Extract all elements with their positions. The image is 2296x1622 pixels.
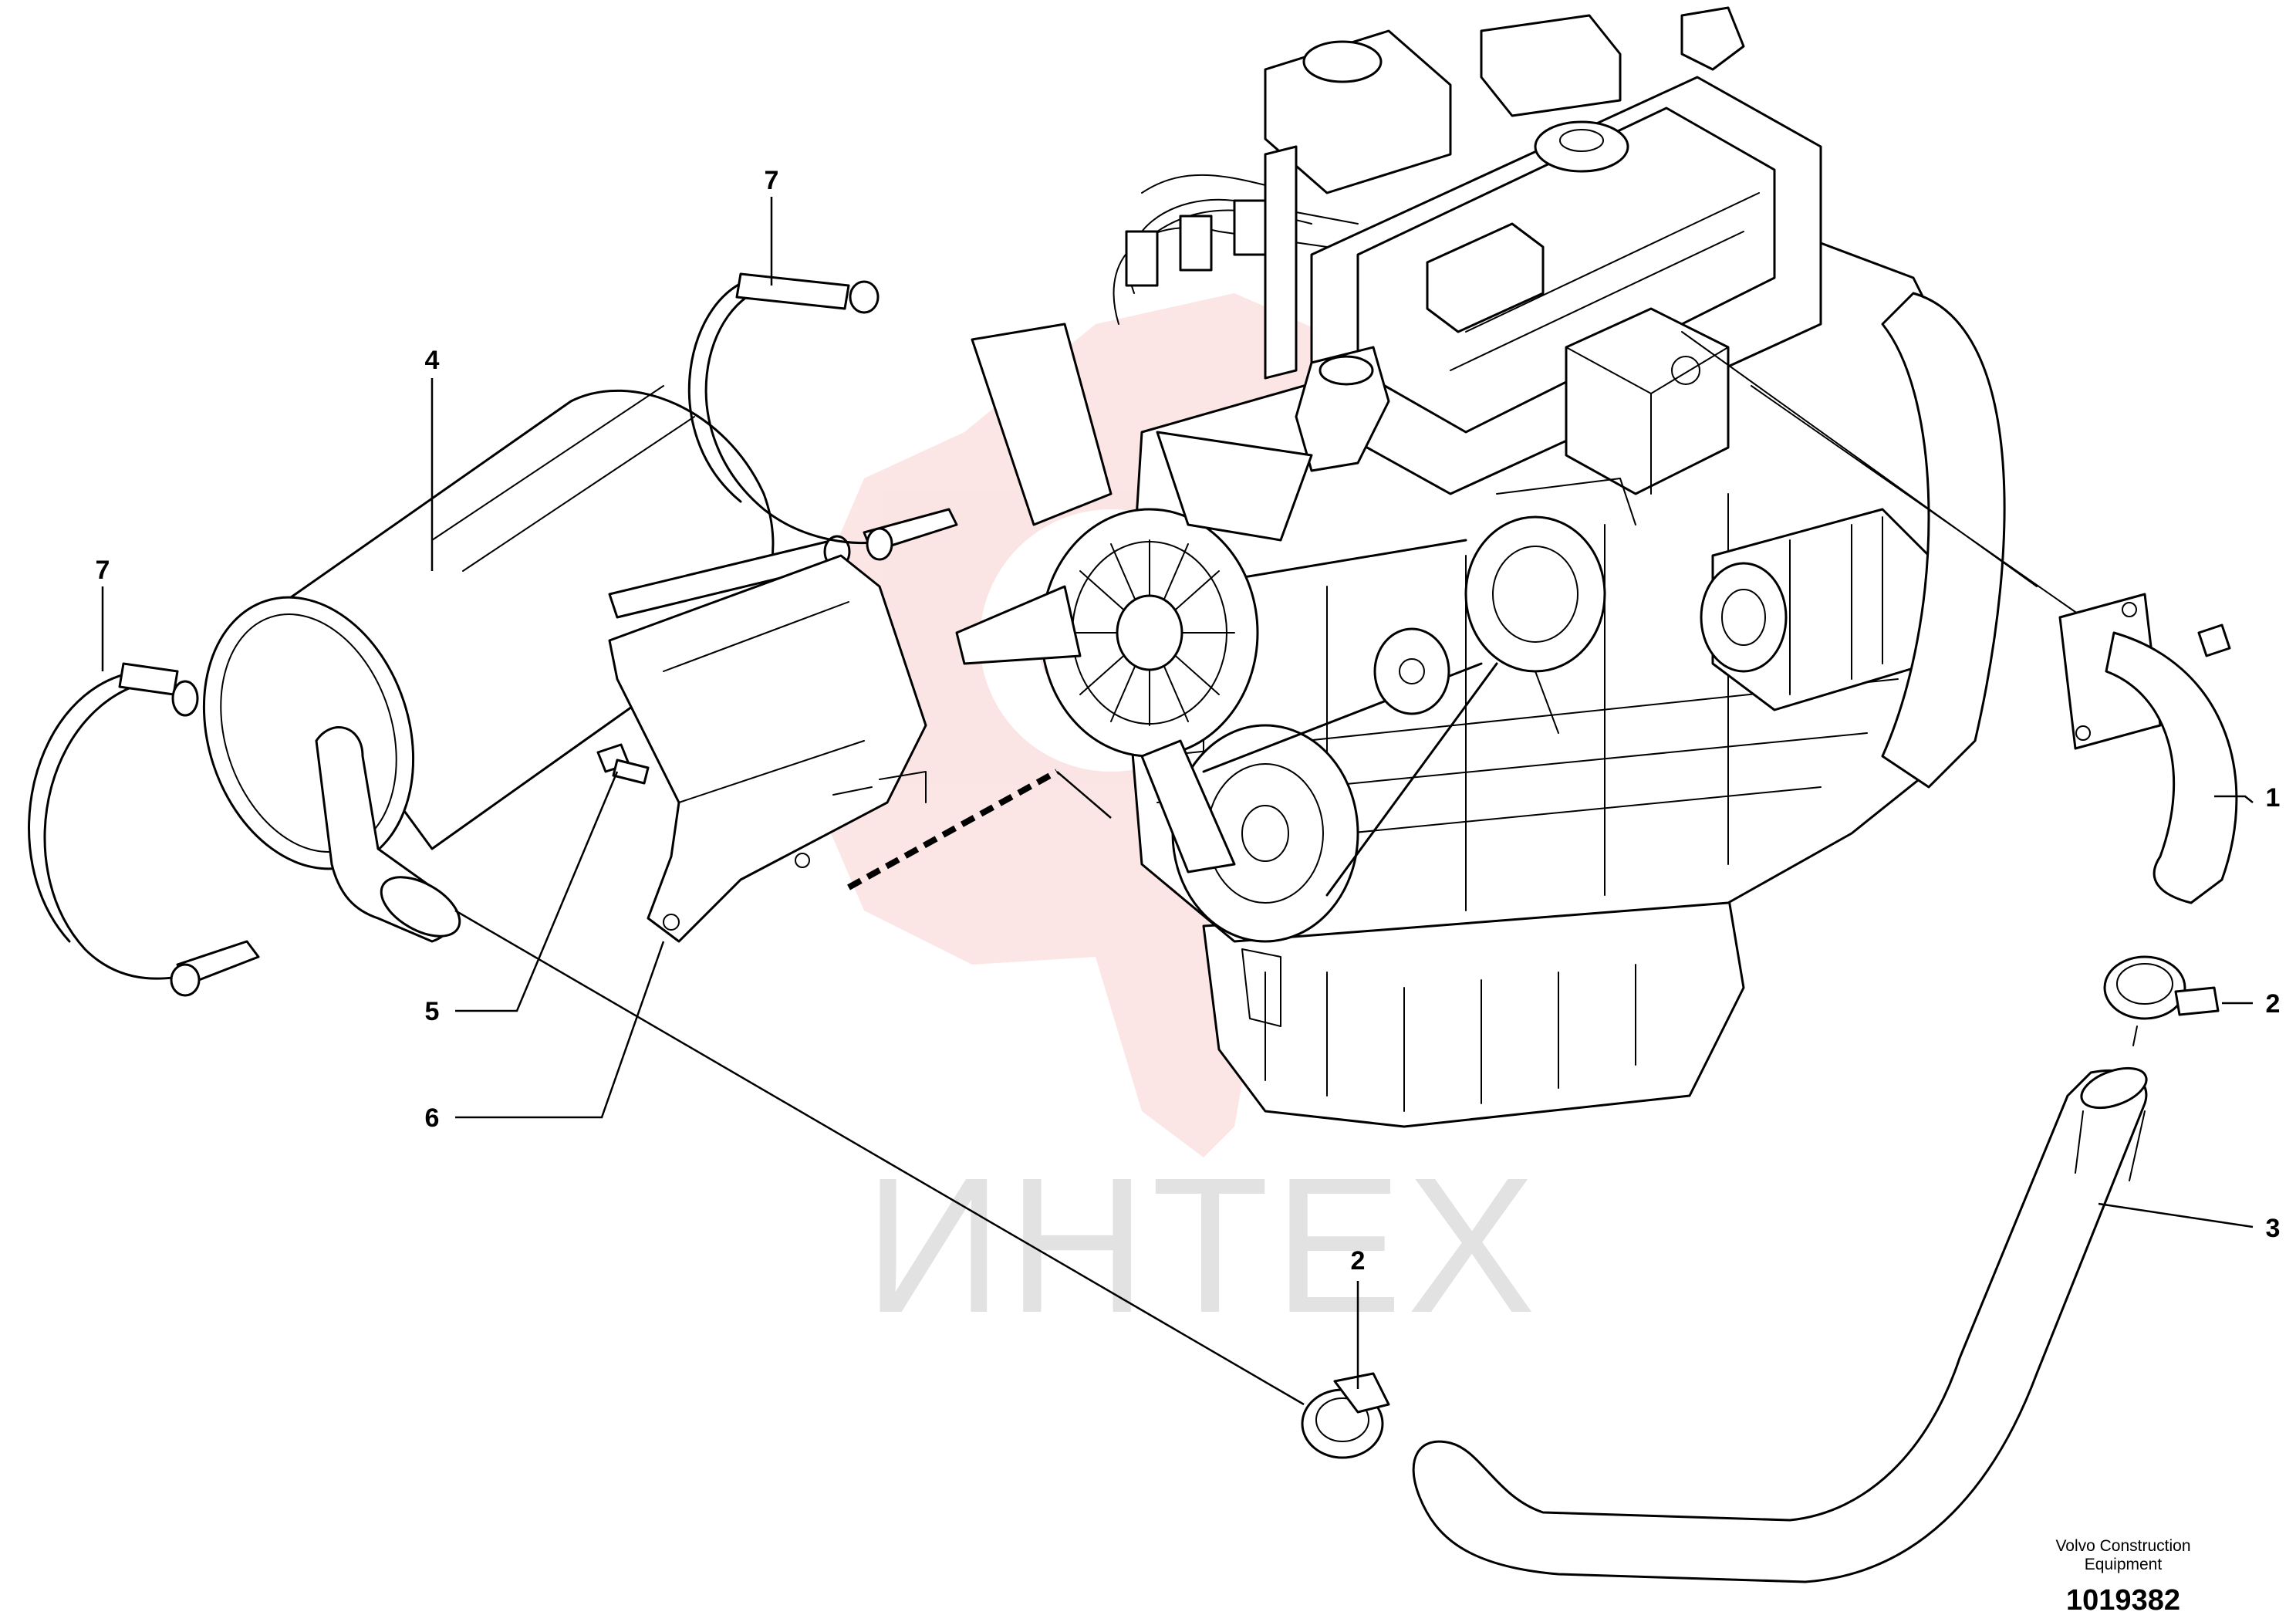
- starter-end-inner: [1721, 589, 1766, 646]
- watermark-text: ИНТЕХ: [864, 1137, 1540, 1353]
- band-end-top: [735, 272, 850, 310]
- flange-bolt-hole-1: [2122, 602, 2137, 617]
- callout-6: 6: [425, 1103, 440, 1133]
- callout-1: 1: [2266, 783, 2281, 813]
- fan-blade-1: [971, 323, 1113, 526]
- credit-line-2: Equipment: [2085, 1556, 2163, 1573]
- thermostat-outlet: [1319, 355, 1374, 386]
- band-nut-top: [849, 280, 880, 314]
- clamp-bolt: [2174, 986, 2220, 1016]
- oil-pan-ribs: [1264, 964, 1636, 1112]
- leader-5: [455, 771, 619, 1012]
- bracket-tabs: [832, 771, 927, 803]
- oil-pan: [1202, 894, 1745, 1128]
- part-4-muffler: [202, 385, 851, 943]
- fan-pulley-hub: [1116, 594, 1183, 671]
- elbow-pipe: [2105, 631, 2238, 904]
- fan-blade-2: [955, 585, 1082, 665]
- fuel-pump-edges: [1565, 346, 1729, 495]
- band-nut-bottom: [866, 527, 893, 561]
- oil-filler-cap-top: [1559, 129, 1604, 152]
- callout-2-bottom: 2: [1351, 1246, 1366, 1276]
- callout-5: 5: [425, 997, 440, 1026]
- bracket-plate: [608, 554, 927, 943]
- oil-filler-cap: [1534, 120, 1629, 173]
- part-2-clamp-bottom: [1301, 1372, 1390, 1459]
- mounting-leader-tail: [1056, 771, 1112, 819]
- band-strap-outer: [43, 678, 202, 980]
- part-3-tail-pipe: [1412, 1066, 2148, 1583]
- starter-end: [1700, 562, 1788, 673]
- crank-pulley-hub: [1241, 805, 1289, 862]
- bolt-shank: [612, 759, 650, 785]
- fuel-injection-pump: [1565, 307, 1730, 495]
- fan-blade-3: [1156, 431, 1313, 542]
- leader-2-bottom: [454, 909, 1305, 1406]
- callout-4: 4: [425, 346, 440, 375]
- muffler-outlet-end: [380, 876, 461, 938]
- intake-cap: [1302, 40, 1383, 83]
- injector-1: [1125, 230, 1159, 287]
- mounting-dashed-line: [847, 769, 1059, 890]
- injector-3: [1233, 199, 1267, 256]
- callout-3: 3: [2266, 1214, 2281, 1243]
- tail-pipe-slots: [2075, 1110, 2146, 1181]
- tail-pipe-inlet: [2080, 1066, 2148, 1110]
- dipstick: [1264, 145, 1298, 380]
- idler-pulley: [1373, 627, 1450, 715]
- injector-2: [1179, 215, 1213, 272]
- muffler-seam: [431, 385, 695, 572]
- oil-pan-drain: [1241, 948, 1281, 1027]
- starter-ribs: [1789, 516, 1883, 695]
- part-7-band-clamp-top: [687, 272, 958, 561]
- part-6-bracket: [608, 554, 927, 943]
- band-strap-outer: [704, 284, 889, 545]
- flywheel-housing: [1881, 292, 2006, 789]
- bracket-hole-2: [795, 853, 810, 868]
- callout-2-right: 2: [2266, 989, 2281, 1019]
- exhaust-outlet-leader-lines: [1681, 331, 2084, 618]
- callout-7-left: 7: [96, 556, 110, 585]
- clamp-screw-tip: [2132, 1026, 2138, 1046]
- engine-assembly: [955, 6, 2084, 1128]
- leader-6: [455, 941, 665, 1119]
- clamp-band: [2103, 955, 2186, 1020]
- part-2-clamp-right: [2103, 955, 2220, 1046]
- part-1-exhaust-elbow: [2058, 593, 2238, 904]
- band-strap-inner: [687, 276, 758, 503]
- tail-pipe-body: [1412, 1069, 2148, 1583]
- document-number: 1019382: [2066, 1584, 2180, 1617]
- turbo-elbow: [1480, 14, 1622, 117]
- flange-bolt-hole-2: [2075, 725, 2091, 741]
- flange-nut: [2197, 623, 2231, 657]
- clamp-band-inner: [1315, 1397, 1369, 1442]
- valve-cover-edge: [1450, 192, 1760, 371]
- leader-lines: [101, 197, 2254, 1406]
- callout-7-top: 7: [765, 166, 779, 195]
- band-nut-bottom: [170, 963, 201, 997]
- band-strap-inner: [28, 670, 140, 943]
- credit-line-1: Volvo Construction: [2055, 1537, 2190, 1555]
- bracket-hole: [663, 914, 680, 931]
- clamp-bolt: [1333, 1372, 1390, 1414]
- fuel-pump-port: [1671, 356, 1700, 385]
- alternator: [1464, 515, 1606, 673]
- breather-cap: [1426, 222, 1545, 333]
- bracket-bends: [663, 601, 865, 803]
- fan-blade-4: [1140, 739, 1236, 874]
- alternator-bracket: [1496, 478, 1636, 734]
- part-7-band-clamp-left: [28, 662, 260, 997]
- leader-1: [2214, 795, 2254, 803]
- lift-eye: [1680, 6, 1745, 71]
- idler-pulley-hub: [1399, 658, 1425, 684]
- clamp-band-inner: [2116, 963, 2173, 1005]
- leader-3: [2098, 1202, 2254, 1228]
- alternator-inner: [1492, 546, 1578, 643]
- band-nut-top: [171, 680, 199, 717]
- part-5-bolt: [596, 743, 650, 785]
